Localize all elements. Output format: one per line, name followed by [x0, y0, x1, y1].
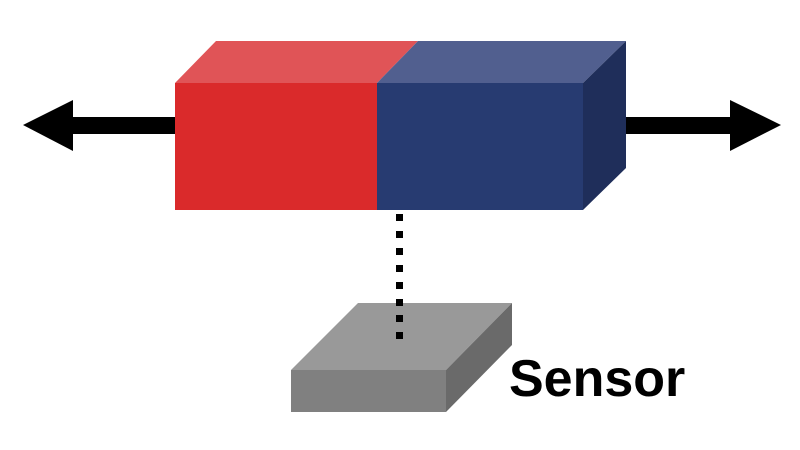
magnet-south-top-face — [377, 41, 626, 83]
dotted-connector-line — [396, 214, 403, 339]
right-arrow-icon — [606, 100, 781, 151]
magnet-north-top-face — [175, 41, 418, 83]
magnet-south-side-face — [583, 41, 626, 210]
magnet-south-pole — [377, 83, 583, 210]
sensor-side-face — [446, 303, 512, 412]
bar-magnet — [175, 41, 626, 210]
sensor-label: Sensor — [509, 350, 685, 408]
left-arrow-icon — [23, 100, 178, 151]
magnet-north-pole — [175, 83, 377, 210]
sensor-front-face — [291, 370, 446, 412]
